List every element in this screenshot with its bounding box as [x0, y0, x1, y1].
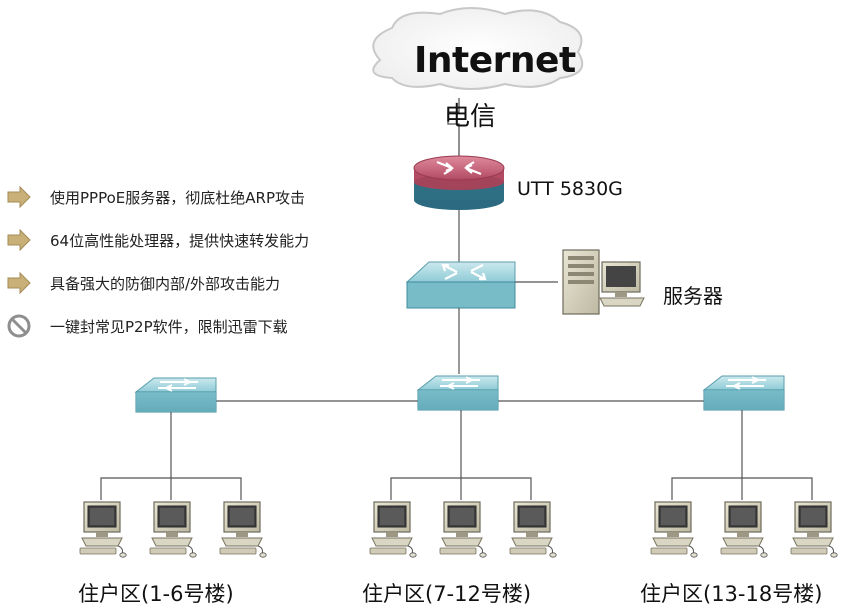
router-model-label: UTT 5830G	[517, 178, 623, 200]
pc-links	[100, 410, 813, 500]
pc-icon	[369, 501, 417, 558]
feature-text: 64位高性能处理器，提供快速转发能力	[50, 232, 310, 250]
pc-icon	[790, 501, 838, 558]
pc-icon	[650, 501, 698, 558]
pc-icon	[149, 501, 197, 558]
feature-text: 一键封常见P2P软件，限制迅雷下载	[50, 318, 288, 336]
access-switch-1-icon	[135, 377, 217, 413]
server-icon	[562, 249, 645, 315]
arrow-right-icon	[7, 186, 31, 208]
core-switch-icon	[405, 261, 516, 309]
internet-cloud-icon	[372, 7, 584, 90]
arrow-right-icon	[7, 229, 31, 251]
internet-label: Internet	[414, 40, 576, 81]
feature-text: 使用PPPoE服务器，彻底杜绝ARP攻击	[50, 189, 305, 207]
isp-label: 电信	[444, 102, 497, 132]
feature-item: 64位高性能处理器，提供快速转发能力	[6, 227, 386, 253]
wan-link	[447, 98, 460, 160]
pc-icon	[219, 501, 267, 558]
building-label: 住户区(13-18号楼)	[640, 582, 823, 606]
pc-icon	[439, 501, 487, 558]
feature-item: 一键封常见P2P软件，限制迅雷下载	[6, 313, 386, 339]
access-switch-3-icon	[703, 375, 785, 411]
router-icon	[413, 155, 505, 210]
pc-icon	[509, 501, 557, 558]
prohibit-icon	[7, 314, 31, 338]
feature-item: 具备强大的防御内部/外部攻击能力	[6, 270, 386, 296]
feature-text: 具备强大的防御内部/外部攻击能力	[50, 275, 281, 293]
building-label: 住户区(1-6号楼)	[78, 582, 234, 606]
pc-icon	[720, 501, 768, 558]
access-switch-2-icon	[417, 375, 499, 411]
server-label: 服务器	[663, 284, 723, 308]
building-label: 住户区(7-12号楼)	[362, 582, 532, 606]
pc-icon	[79, 501, 127, 558]
arrow-right-icon	[7, 272, 31, 294]
feature-item: 使用PPPoE服务器，彻底杜绝ARP攻击	[6, 184, 386, 210]
